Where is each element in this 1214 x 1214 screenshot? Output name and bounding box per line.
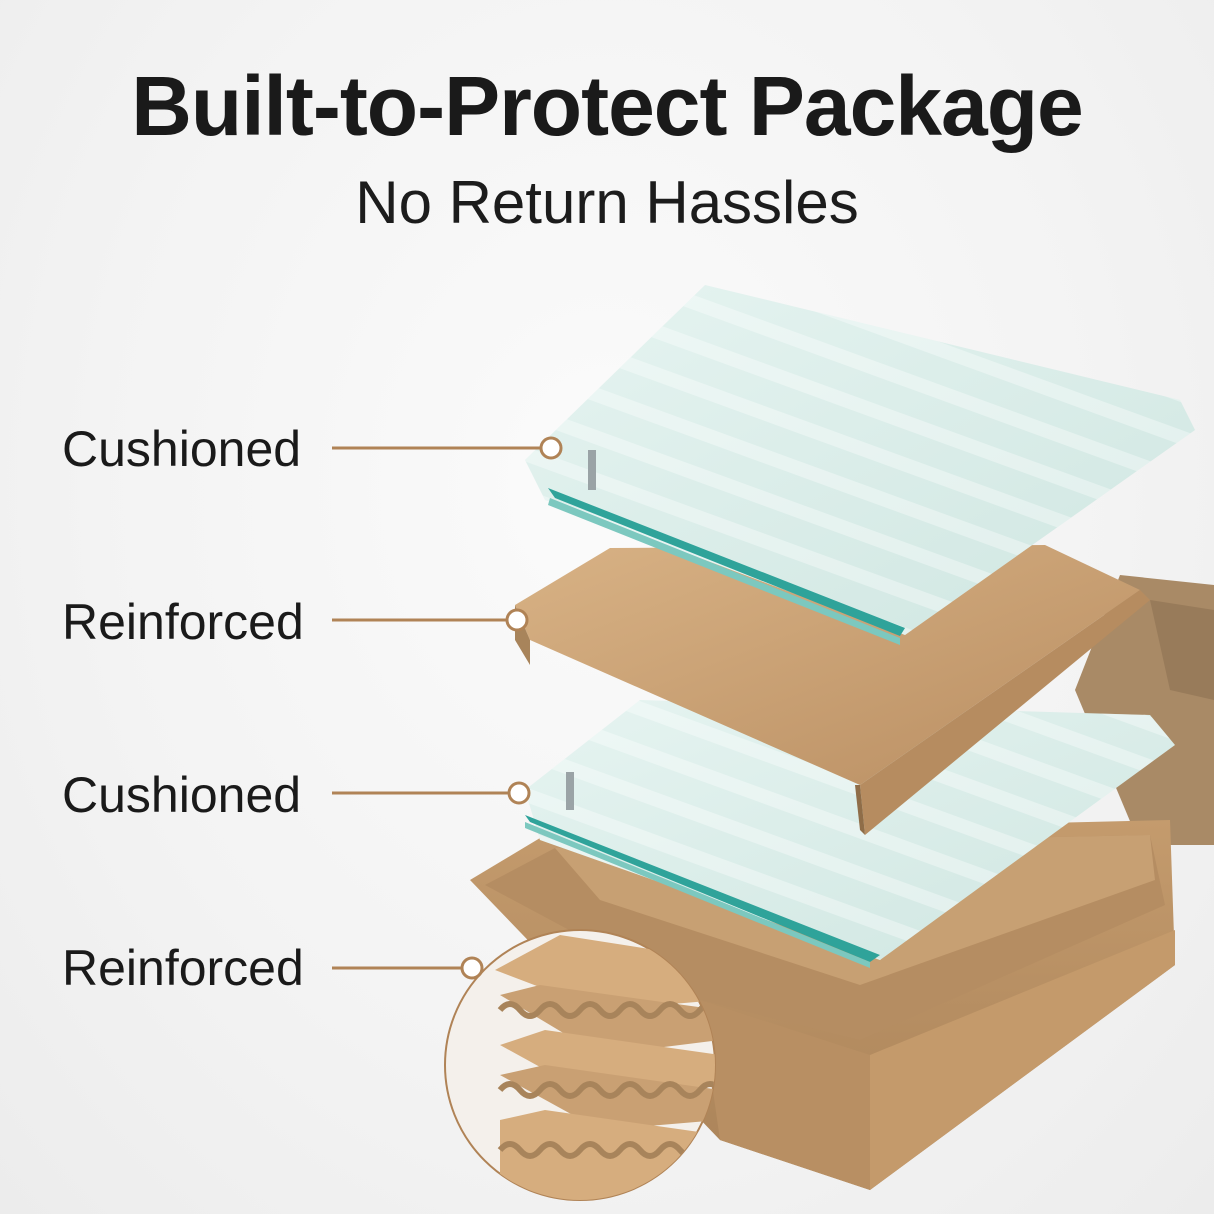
- callout-dot-3: [507, 781, 531, 805]
- callout-dot-1: [539, 436, 563, 460]
- foam-bag-lower: [525, 700, 1175, 968]
- callout-dot-4: [460, 956, 484, 980]
- callouts: [332, 436, 563, 980]
- page-title: Built-to-Protect Package: [131, 59, 1084, 153]
- layer-label-cushioned-top: Cushioned: [62, 421, 302, 477]
- metal-standoff-icon: [588, 450, 596, 490]
- box-lid-panel: [1075, 575, 1214, 845]
- page-subtitle: No Return Hassles: [355, 169, 859, 236]
- glass-edge-lower: [525, 815, 880, 962]
- layer-label-reinforced-bottom: Reinforced: [62, 940, 304, 996]
- foam-bag-upper: [525, 285, 1195, 645]
- callout-dot-2: [505, 608, 529, 632]
- layer-label-cushioned-bottom: Cushioned: [62, 767, 302, 823]
- glass-edge-upper: [548, 488, 905, 636]
- layer-label-reinforced-top: Reinforced: [62, 594, 304, 650]
- metal-standoff-icon: [566, 772, 574, 810]
